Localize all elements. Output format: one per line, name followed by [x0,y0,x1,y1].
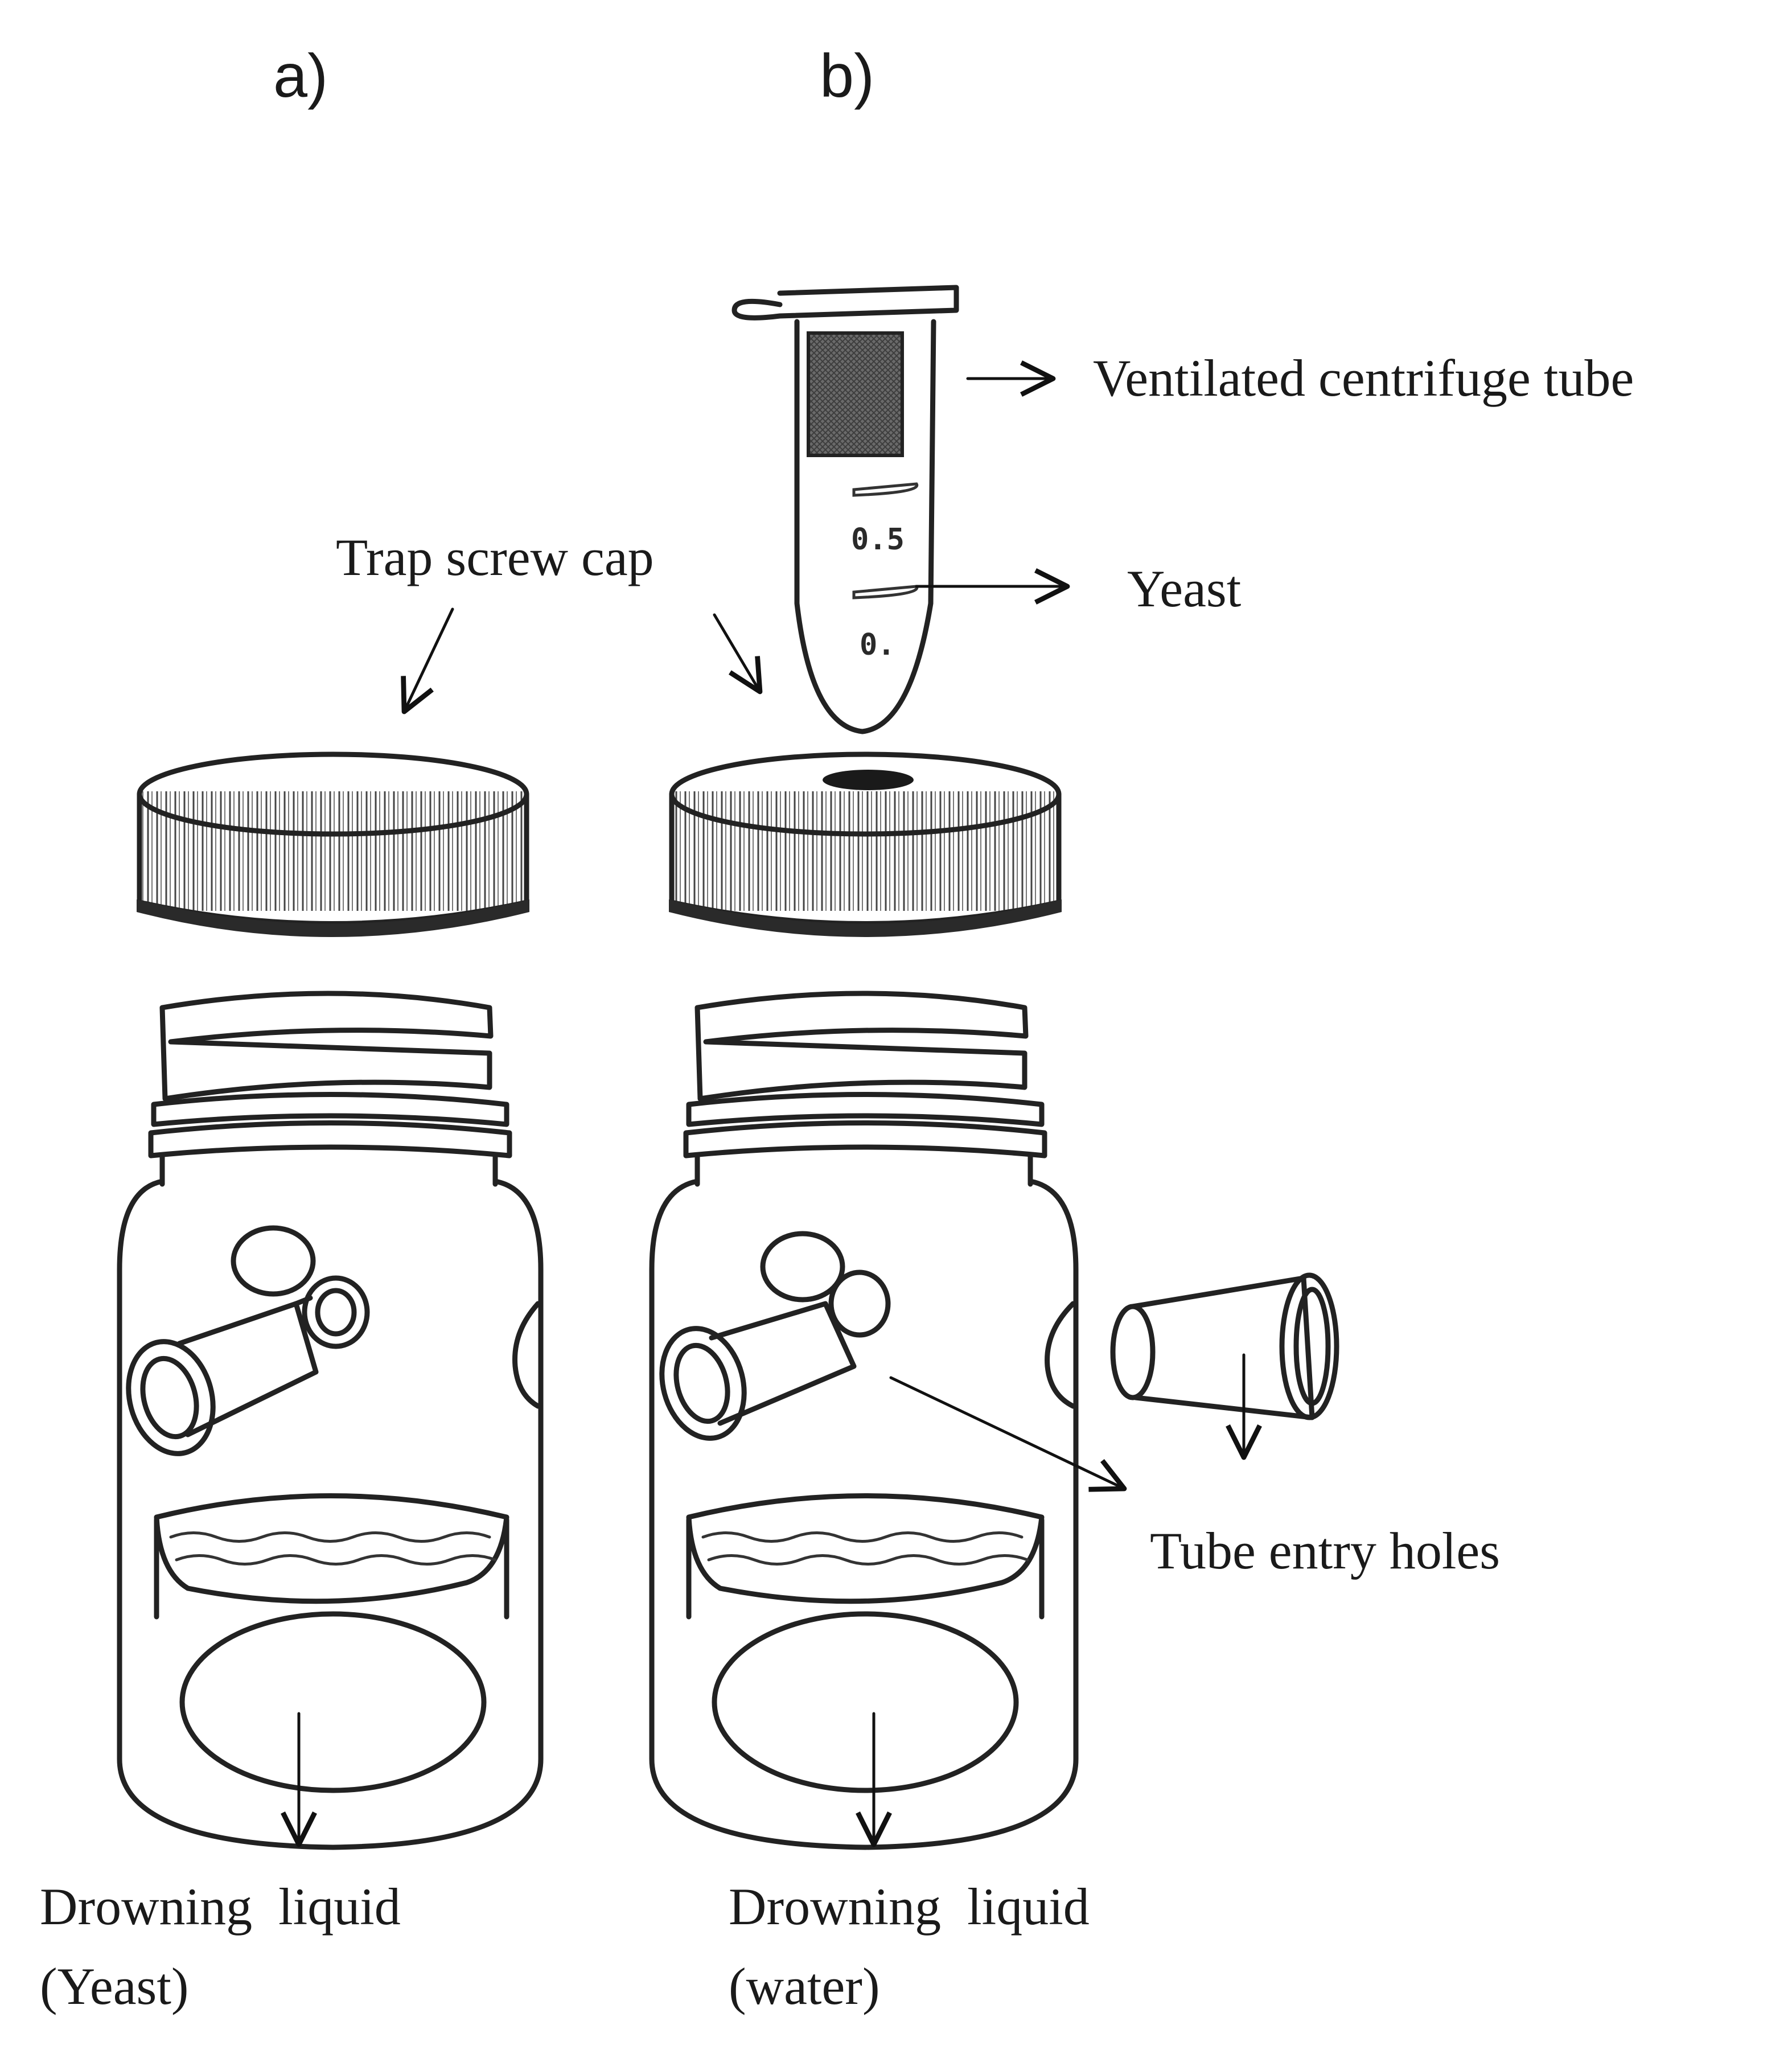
jar-neck-b [683,991,1047,1187]
entry-tube-b [659,1231,891,1441]
arrow-cap-a [401,607,454,714]
arrow-cap-b [713,613,763,695]
label-yeast: Yeast [1127,560,1242,618]
jar-body-a [117,1178,544,1850]
drowning-liquid-b [686,1493,1045,1620]
label-drowning-a-line1: Drowning liquid [40,1878,401,1936]
panel-label-b: b) [820,41,874,110]
arrow-entry-hole-b [889,1376,1127,1492]
label-ventilated-tube: Ventilated centrifuge tube [1093,349,1634,407]
side-hole-b [1045,1301,1076,1409]
label-drowning-b-line2: (water) [729,1957,880,2015]
screw-cap-b [669,751,1062,937]
entry-tube-a [126,1225,370,1456]
jar-base-b [712,1611,1019,1793]
jar-base-a [179,1611,487,1793]
drowning-liquid-a [154,1493,509,1620]
panel-label-a: a) [273,41,328,110]
ventilated-mesh [807,331,904,457]
jar-neck-a [148,991,512,1187]
label-trap-screw-cap: Trap screw cap [336,528,654,586]
screw-cap-a [137,751,529,937]
label-tube-entry-holes: Tube entry holes [1150,1522,1500,1580]
jar-body-b [649,1178,1079,1850]
tube-hole-in-cap [823,770,914,790]
trap-b [649,751,1079,1850]
label-drowning-b-line1: Drowning liquid [729,1878,1090,1936]
label-drowning-a-line2: (Yeast) [40,1957,189,2015]
tube-marking-0-5: 0.5 [851,523,905,557]
trap-a [117,751,544,1850]
annotation-arrows [281,360,1262,1847]
side-hole-a [512,1301,541,1409]
tube-marking-0: 0. [860,628,895,662]
centrifuge-tube: 0.5 0. [731,285,959,734]
detached-entry-tube [1110,1272,1339,1420]
